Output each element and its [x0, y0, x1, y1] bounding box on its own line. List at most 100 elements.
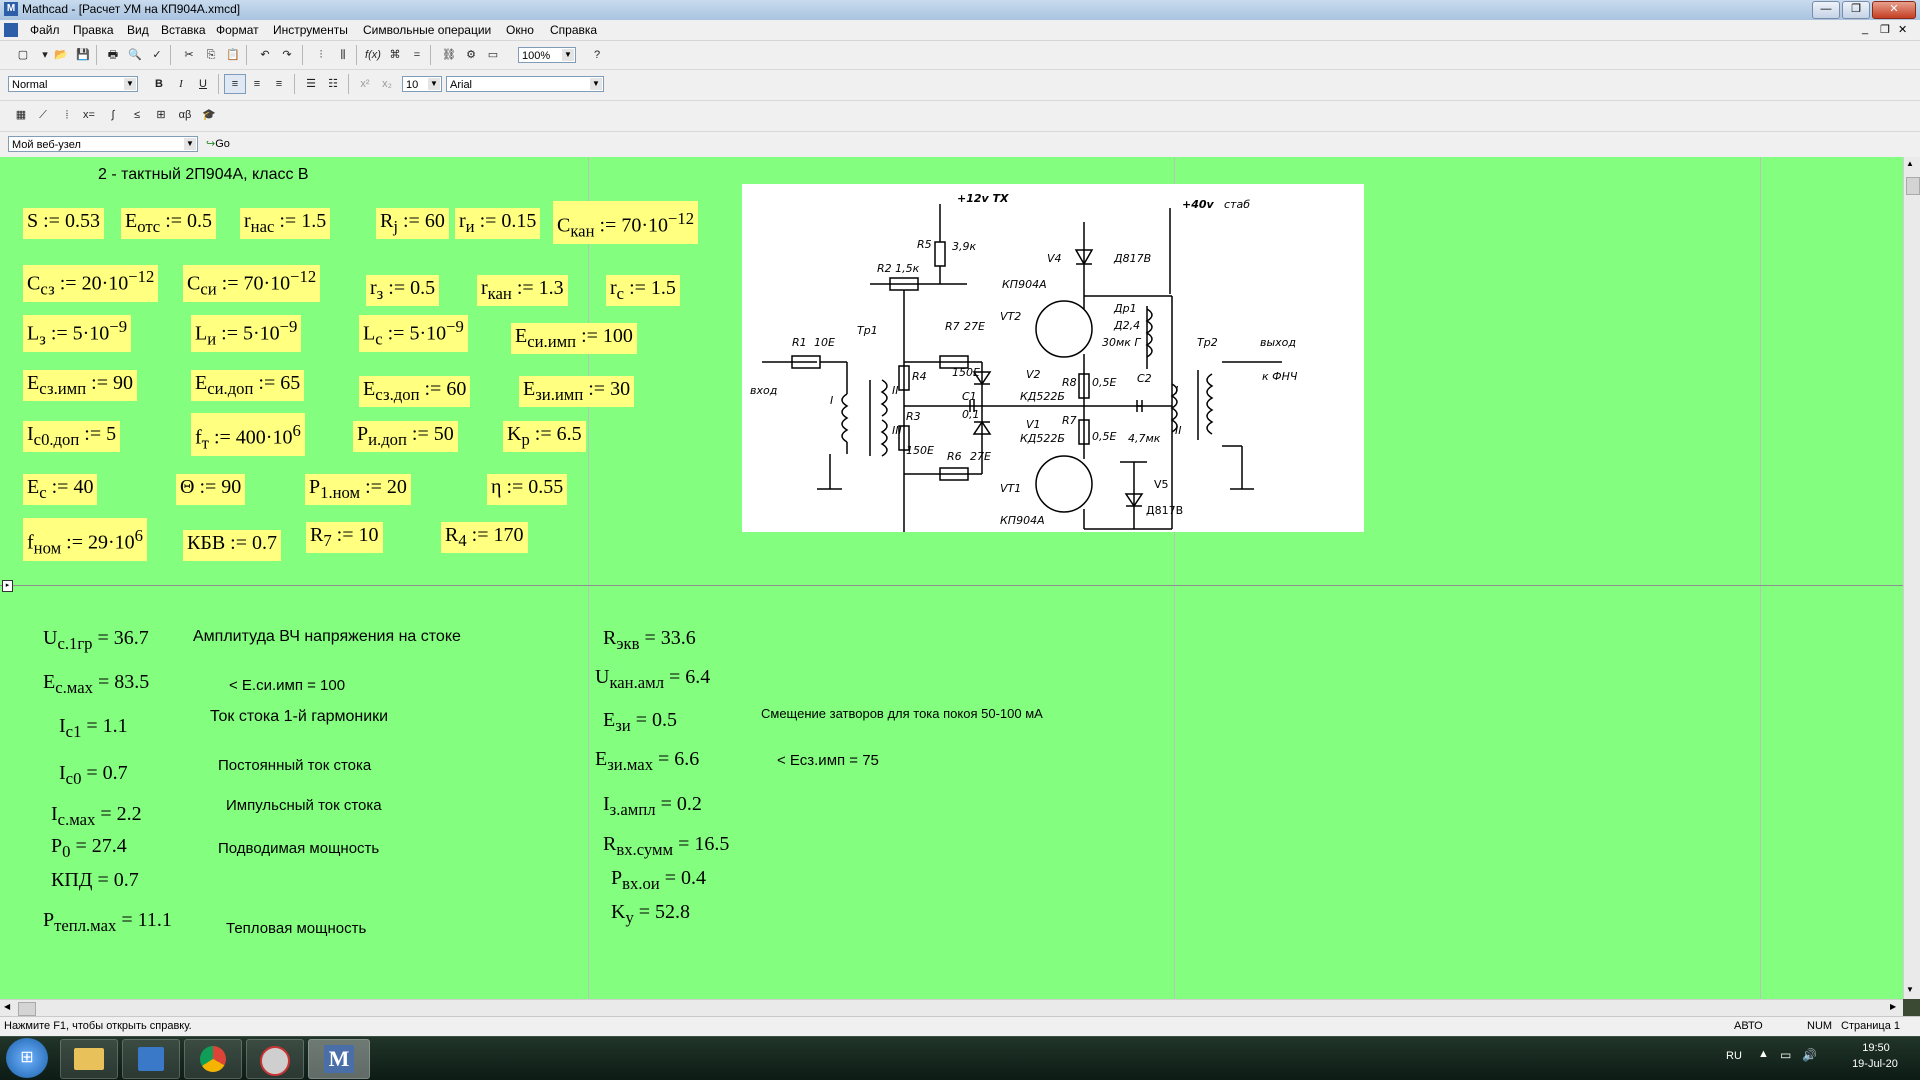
redo-icon[interactable]: ↷ [282, 49, 292, 61]
vertical-scrollbar[interactable]: ▲ ▼ [1903, 157, 1920, 999]
matrix-toolbar-icon[interactable]: ⦙ [65, 109, 69, 121]
document-icon[interactable] [4, 23, 18, 37]
scroll-left-icon[interactable]: ◀ [4, 1002, 11, 1011]
language-indicator[interactable]: RU [1726, 1050, 1742, 1062]
app-taskbar-button[interactable] [122, 1039, 180, 1079]
print-preview-icon[interactable]: 🔍 [128, 49, 142, 61]
def-S[interactable]: S := 0.53 [23, 208, 104, 239]
def-r-s[interactable]: rс := 1.5 [606, 275, 680, 306]
chrome-taskbar-button[interactable] [184, 1039, 242, 1079]
mathcad-app-icon[interactable]: M [4, 2, 18, 16]
result-P0[interactable]: P0 = 27.4 [51, 835, 127, 861]
result-I-s1[interactable]: Iс1 = 1.1 [59, 715, 128, 741]
def-theta[interactable]: Θ := 90 [176, 474, 246, 505]
tray-expand-icon[interactable]: ▲ [1758, 1048, 1769, 1060]
network-icon[interactable]: ▭ [1780, 1048, 1792, 1062]
explorer-taskbar-button[interactable] [60, 1039, 118, 1079]
save-icon[interactable]: 💾 [76, 49, 90, 61]
numbering-icon[interactable]: ☷ [328, 78, 338, 90]
web-node-select[interactable]: Мой веб-узел▼ [8, 136, 198, 152]
boolean-toolbar-icon[interactable]: ≤ [133, 109, 141, 121]
def-E-sz-imp[interactable]: Eсз.имп := 90 [23, 370, 137, 401]
result-E-zi-max[interactable]: Eзи.мах = 6.6 [595, 748, 700, 774]
start-button[interactable]: ⊞ [6, 1038, 48, 1078]
def-R4[interactable]: R4 := 170 [441, 522, 528, 553]
def-P-i-dop[interactable]: Pи.доп := 50 [353, 421, 458, 452]
def-E-si-dop[interactable]: Eси.доп := 65 [191, 370, 305, 401]
spellcheck-icon[interactable]: ✓ [152, 49, 162, 61]
result-R-ekv[interactable]: Rэкв = 33.6 [603, 627, 696, 653]
programming-toolbar-icon[interactable]: ⊞ [156, 109, 166, 121]
def-r-z[interactable]: rз := 0.5 [366, 275, 440, 306]
help-icon[interactable]: ? [593, 49, 601, 61]
scroll-up-icon[interactable]: ▲ [1906, 159, 1914, 168]
maximize-button[interactable]: ❐ [1842, 1, 1870, 19]
worksheet[interactable]: 2 - тактный 2П904А, класс В S := 0.53 Eо… [0, 157, 1903, 999]
minimize-button[interactable]: — [1812, 1, 1840, 19]
horizontal-scrollbar[interactable]: ◀ ▶ [0, 999, 1903, 1017]
def-E-sz-dop[interactable]: Eсз.доп := 60 [359, 376, 471, 407]
go-button[interactable]: ↪Go [206, 138, 230, 150]
def-f-nom[interactable]: fном := 29·106 [23, 518, 147, 561]
def-E-ots[interactable]: Eотс := 0.5 [121, 208, 217, 239]
doc-minimize-button[interactable]: _ [1862, 23, 1869, 35]
bold-button[interactable]: B [155, 78, 163, 90]
menu-help[interactable]: Справка [550, 23, 598, 37]
menu-window[interactable]: Окно [506, 23, 534, 37]
def-P-1-nom[interactable]: P1.ном := 20 [305, 474, 411, 505]
evaluation-toolbar-icon[interactable]: x= [83, 109, 95, 121]
align-right-icon[interactable]: ≡ [275, 78, 283, 90]
result-U-kan-aml[interactable]: Uкан.амл = 6.4 [595, 666, 711, 692]
menu-edit[interactable]: Правка [73, 23, 114, 37]
def-C-si[interactable]: Cси := 70·10−12 [183, 265, 321, 302]
result-E-smax[interactable]: Eс.мах = 83.5 [43, 671, 150, 697]
paste-icon[interactable]: 📋 [226, 49, 240, 61]
result-U-s1gr[interactable]: Uс.1гр = 36.7 [43, 627, 149, 653]
greek-toolbar-icon[interactable]: αβ [178, 109, 192, 121]
copy-icon[interactable]: ⎘ [206, 49, 216, 61]
close-button[interactable]: ✕ [1872, 1, 1916, 19]
menu-tools[interactable]: Инструменты [273, 23, 348, 37]
vertical-scroll-thumb[interactable] [1906, 177, 1920, 195]
def-E-si-imp[interactable]: Eси.имп := 100 [511, 323, 637, 354]
open-icon[interactable]: 📂 [54, 49, 68, 61]
def-KBV[interactable]: КБВ := 0.7 [183, 530, 282, 561]
component-wizard-icon[interactable]: ⚙ [466, 49, 476, 61]
def-E-s[interactable]: Eс := 40 [23, 474, 98, 505]
style-select[interactable]: Normal▼ [8, 76, 138, 92]
menu-insert[interactable]: Вставка [161, 23, 206, 37]
underline-button[interactable]: U [199, 78, 207, 90]
insert-function-icon[interactable]: f(x) [365, 49, 381, 61]
result-K-u[interactable]: Kу = 52.8 [611, 901, 691, 927]
italic-button[interactable]: I [179, 78, 183, 90]
menu-format[interactable]: Формат [216, 23, 259, 37]
result-I-smax[interactable]: Iс.мах = 2.2 [51, 803, 142, 829]
new-dropdown-icon[interactable]: ▾ [42, 49, 48, 61]
calculus-toolbar-icon[interactable]: ∫ [111, 109, 115, 121]
horizontal-scroll-thumb[interactable] [18, 1002, 36, 1016]
undo-icon[interactable]: ↶ [260, 49, 270, 61]
scroll-right-icon[interactable]: ▶ [1890, 1002, 1897, 1011]
result-I-z-ampl[interactable]: Iз.ампл = 0.2 [603, 793, 702, 819]
menu-view[interactable]: Вид [127, 23, 149, 37]
cut-icon[interactable]: ✂ [184, 49, 194, 61]
result-E-zi[interactable]: Eзи = 0.5 [603, 709, 677, 735]
clock-date[interactable]: 19-Jul-20 [1852, 1058, 1898, 1070]
doc-close-button[interactable]: ✕ [1898, 24, 1908, 36]
def-R7[interactable]: R7 := 10 [306, 522, 383, 553]
subscript-icon[interactable]: x₂ [382, 78, 392, 90]
def-L-s[interactable]: Lс := 5·10−9 [359, 315, 468, 352]
new-icon[interactable]: ▢ [17, 49, 29, 61]
result-R-vx-summ[interactable]: Rвх.сумм = 16.5 [603, 833, 730, 859]
superscript-icon[interactable]: x² [360, 78, 370, 90]
def-I-s0-dop[interactable]: Iс0.доп := 5 [23, 421, 121, 452]
result-KPD[interactable]: КПД = 0.7 [51, 869, 139, 891]
symbolic-toolbar-icon[interactable]: 🎓 [202, 109, 216, 121]
def-f-t[interactable]: fт := 400·106 [191, 413, 305, 456]
volume-icon[interactable]: 🔊 [1802, 1048, 1817, 1062]
result-I-s0[interactable]: Iс0 = 0.7 [59, 762, 128, 788]
font-select[interactable]: Arial▼ [446, 76, 604, 92]
calculate-icon[interactable]: = [413, 49, 421, 61]
result-P-tepl-max[interactable]: Pтепл.мах = 11.1 [43, 909, 172, 935]
media-taskbar-button[interactable] [246, 1039, 304, 1079]
